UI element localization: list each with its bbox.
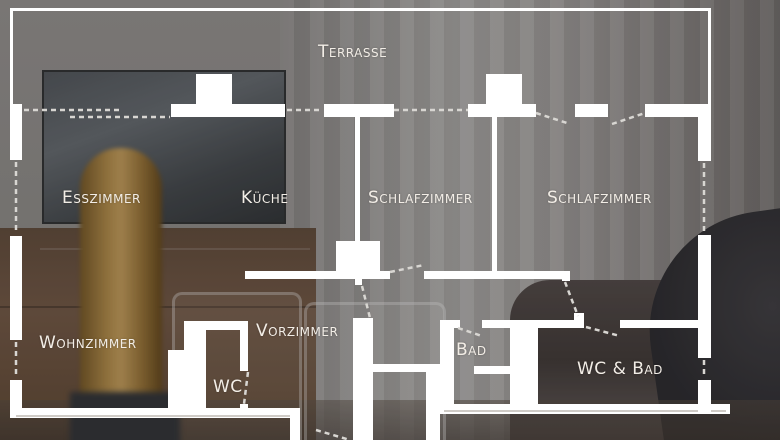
- shaft-mid: [336, 241, 380, 273]
- wall-right-bottom: [698, 380, 711, 414]
- room-label-wc: WC: [213, 377, 243, 397]
- wall-hall-bottom: [362, 364, 426, 372]
- door-bedroom2: [563, 281, 580, 317]
- window-lines: [14, 108, 706, 440]
- window-bedroom2-a: [535, 111, 571, 126]
- room-label-esszimmer: Esszimmer: [62, 188, 141, 208]
- door-bad: [457, 326, 483, 338]
- chimney-right: [486, 74, 522, 106]
- bad-wall-top-left: [440, 320, 460, 328]
- wall-left-top: [10, 104, 22, 160]
- wall-top-kitchen: [171, 104, 285, 117]
- chimney-left: [196, 74, 232, 106]
- room-label-schlafzimmer-2: Schlafzimmer: [547, 188, 652, 208]
- terrace-outline-left: [10, 8, 13, 104]
- wall-right-mid: [698, 235, 711, 358]
- wall-left-mid: [10, 236, 22, 340]
- room-label-schlafzimmer-1: Schlafzimmer: [368, 188, 473, 208]
- wall-top-bedroom-mid: [468, 104, 536, 117]
- bad-wall-inner: [474, 366, 514, 374]
- bad-wall-left: [440, 320, 454, 410]
- wall-mid-left: [245, 271, 390, 279]
- room-label-wohnzimmer: Wohnzimmer: [39, 333, 137, 353]
- wall-top-bedroom1-left: [324, 104, 394, 117]
- wall-bottom-left: [10, 408, 300, 418]
- bad-wc-separator: [510, 320, 538, 410]
- room-label-wc-bad: WC & Bad: [577, 359, 663, 379]
- photo-champagne-bottle: [80, 148, 162, 440]
- window-bedroom2-b: [611, 111, 646, 126]
- door-wc: [242, 371, 250, 405]
- wall-top-bedroom2-right: [645, 104, 709, 117]
- wall-mid-stub: [355, 279, 362, 285]
- room-label-kueche: Küche: [241, 188, 289, 208]
- wc-wall-right: [240, 321, 248, 371]
- wall-bedroom1-bedroom2: [492, 117, 497, 271]
- wall-top-bedroom2-pier: [575, 104, 608, 117]
- wall-mid-right-stub: [562, 271, 570, 281]
- wcbad-wall-top-right: [620, 320, 700, 328]
- terrace-outline-top: [10, 8, 711, 11]
- wall-hall-right: [426, 364, 440, 440]
- wcbad-wall-stub: [574, 313, 584, 321]
- wc-wall-bottom-stub: [240, 404, 248, 412]
- room-label-bad: Bad: [456, 340, 487, 360]
- wall-left-bottom: [10, 380, 22, 412]
- wall-bottom-left-corner: [290, 408, 300, 440]
- wall-kitchen-bedroom1: [355, 117, 360, 271]
- wcbad-wall-top-left: [522, 320, 584, 328]
- wall-mid-right: [424, 271, 570, 279]
- wall-bottom-left-inner: [16, 415, 294, 417]
- door-bedroom1: [389, 263, 425, 274]
- wc-wall-top: [184, 321, 248, 330]
- wall-right-top: [698, 104, 711, 161]
- door-hall: [360, 285, 372, 319]
- wall-bottom-right-inner: [444, 410, 726, 412]
- wc-wall-left: [184, 321, 206, 411]
- wall-hall-left: [353, 318, 373, 440]
- door-entrance: [315, 428, 351, 440]
- terrace-outline-right: [708, 8, 711, 104]
- bad-wall-top-right: [482, 320, 522, 328]
- room-label-terrasse: Terrasse: [318, 42, 388, 62]
- wall-bottom-right: [440, 404, 730, 414]
- room-label-vorzimmer: Vorzimmer: [256, 321, 339, 341]
- door-wcbad: [585, 325, 621, 338]
